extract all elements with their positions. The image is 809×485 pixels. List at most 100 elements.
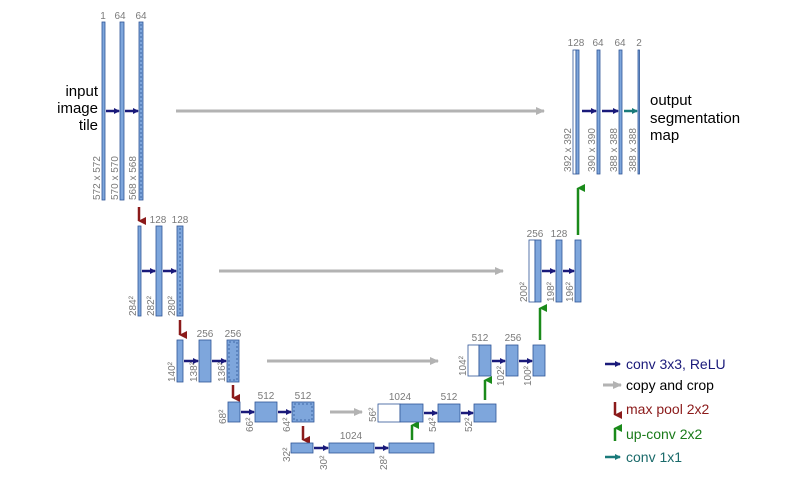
size-label: 568 x 568 <box>128 156 139 200</box>
channel-label: 128 <box>150 215 167 226</box>
channel-label: 1 <box>100 11 106 22</box>
channel-label: 512 <box>441 392 458 403</box>
size-label: 30² <box>319 455 330 470</box>
size-label: 388 x 388 <box>628 128 639 172</box>
encoder-level-4: 512 512 68² 66² 64² <box>218 391 315 432</box>
legend-pool-label: max pool 2x2 <box>626 401 709 417</box>
feature-map <box>138 21 144 201</box>
size-label: 100² <box>523 365 534 386</box>
feature-map <box>101 21 106 201</box>
size-label: 282² <box>146 295 157 316</box>
feature-map <box>437 403 461 423</box>
size-label: 140² <box>167 361 178 382</box>
channel-label: 128 <box>551 229 568 240</box>
decoder-level-1: 128 64 64 2 392 x 392 390 x 390 388 x 38… <box>563 38 642 175</box>
feature-map <box>505 344 519 377</box>
feature-map <box>399 403 424 423</box>
size-label: 284² <box>128 295 139 316</box>
crop-dash <box>228 341 238 381</box>
feature-map <box>574 239 582 303</box>
feature-map <box>618 49 623 175</box>
channel-label: 256 <box>505 333 522 344</box>
feature-map <box>532 344 546 377</box>
decoder-level-2: 256 128 200² 198² 196² <box>519 229 582 303</box>
feature-map <box>473 403 497 423</box>
feature-map <box>534 239 542 303</box>
size-label: 388 x 388 <box>609 128 620 172</box>
feature-map <box>227 401 241 423</box>
size-label: 28² <box>379 455 390 470</box>
decoder-level-4: 1024 512 56² 54² 52² <box>368 392 497 432</box>
channel-label: 512 <box>472 333 489 344</box>
encoder-level-2: 128 128 284² 282² 280² <box>128 215 189 317</box>
size-label: 52² <box>464 417 475 432</box>
input-label-line-2: image <box>57 100 98 117</box>
size-label: 196² <box>565 281 576 302</box>
legend-onebyone-label: conv 1x1 <box>626 449 682 465</box>
feature-map <box>328 442 375 454</box>
size-label: 200² <box>519 281 530 302</box>
feature-map <box>155 225 163 317</box>
size-label: 572 x 572 <box>92 156 103 200</box>
copied-map <box>377 403 401 423</box>
output-map <box>637 49 640 175</box>
decoder-level-3: 512 256 104² 102² 100² <box>458 333 546 386</box>
feature-map <box>388 442 435 454</box>
channel-label: 512 <box>295 391 312 402</box>
size-label: 66² <box>245 417 256 432</box>
feature-map <box>198 339 212 383</box>
output-label-line-1: output <box>650 92 693 109</box>
feature-map <box>226 339 240 383</box>
legend-conv-label: conv 3x3, ReLU <box>626 356 726 372</box>
size-label: 390 x 390 <box>587 128 598 172</box>
channel-label: 64 <box>114 11 126 22</box>
feature-map <box>478 344 492 377</box>
channel-label: 1024 <box>340 431 363 442</box>
channel-label: 512 <box>258 391 275 402</box>
channel-label: 64 <box>614 38 626 49</box>
feature-map <box>596 49 601 175</box>
feature-map <box>176 225 184 317</box>
channel-label: 1024 <box>389 392 412 403</box>
input-label-line-3: tile <box>79 117 98 134</box>
feature-map <box>555 239 563 303</box>
size-label: 102² <box>496 365 507 386</box>
size-label: 392 x 392 <box>563 128 574 172</box>
size-label: 138² <box>189 361 200 382</box>
size-label: 54² <box>428 417 439 432</box>
channel-label: 64 <box>135 11 147 22</box>
size-label: 280² <box>167 295 178 316</box>
size-label: 56² <box>368 407 379 422</box>
output-label-line-3: map <box>650 127 679 144</box>
input-label-line-1: input <box>65 83 98 100</box>
feature-map <box>254 401 278 423</box>
channel-label: 256 <box>225 329 242 340</box>
encoder-level-1: 1 64 64 572 x 572 570 x 570 568 x 568 <box>92 11 147 201</box>
size-label: 64² <box>282 417 293 432</box>
channel-label: 256 <box>197 329 214 340</box>
feature-map <box>291 401 315 423</box>
feature-map <box>290 442 314 454</box>
channel-label: 64 <box>592 38 604 49</box>
legend: conv 3x3, ReLU copy and crop max pool 2x… <box>603 356 726 465</box>
legend-copy-label: copy and crop <box>626 377 714 393</box>
feature-map <box>176 339 184 383</box>
channel-label: 2 <box>636 38 642 49</box>
crop-dash <box>293 403 313 421</box>
size-label: 104² <box>458 355 469 376</box>
copied-map <box>467 344 480 377</box>
size-label: 198² <box>546 281 557 302</box>
feature-map <box>119 21 125 201</box>
output-label-line-2: segmentation <box>650 110 740 127</box>
size-label: 136² <box>217 361 228 382</box>
size-label: 32² <box>282 447 293 462</box>
feature-map <box>575 49 580 175</box>
encoder-level-3: 256 256 140² 138² 136² <box>167 329 242 383</box>
channel-label: 128 <box>172 215 189 226</box>
size-label: 68² <box>218 409 229 424</box>
feature-map <box>137 225 142 317</box>
bottleneck-level-5: 1024 32² 30² 28² <box>282 431 435 470</box>
channel-label: 128 <box>568 38 585 49</box>
legend-up-label: up-conv 2x2 <box>626 426 702 442</box>
